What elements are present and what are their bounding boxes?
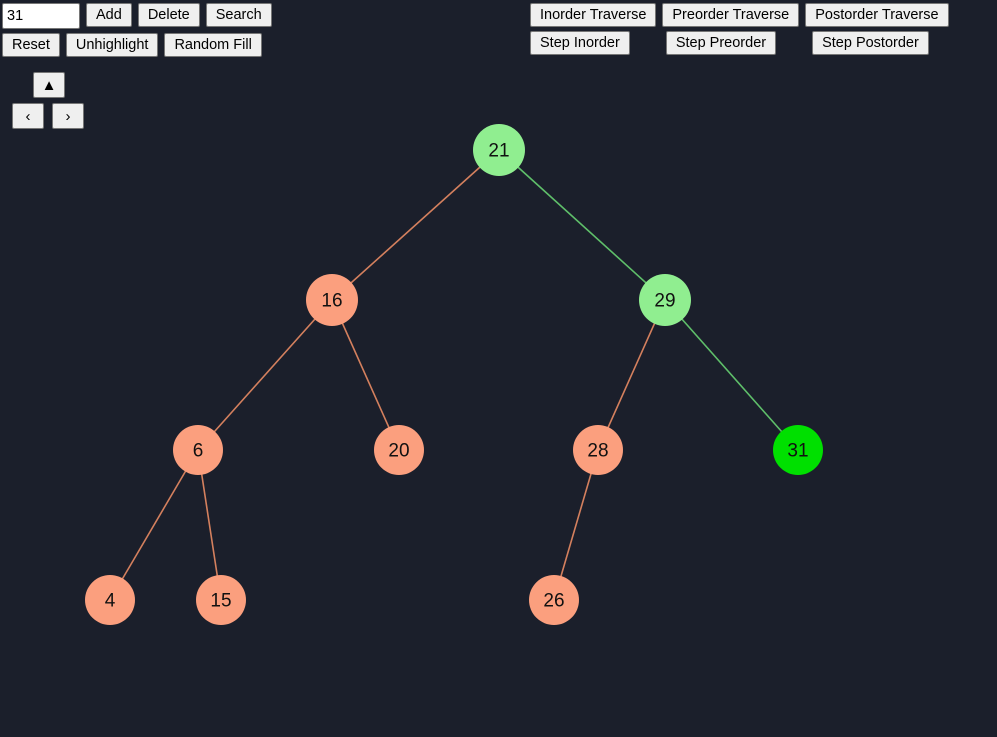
delete-button[interactable]: Delete <box>137 3 200 27</box>
search-button[interactable]: Search <box>205 3 272 27</box>
tree-node[interactable]: 21 <box>473 124 525 176</box>
tree-node[interactable]: 16 <box>306 274 358 326</box>
step-preorder-button[interactable]: Step Preorder <box>665 31 777 55</box>
tree-node-circle[interactable] <box>773 425 823 475</box>
left-toolbar-row-2: Reset Unhighlight Random Fill <box>2 33 272 57</box>
tree-node[interactable]: 29 <box>639 274 691 326</box>
add-button[interactable]: Add <box>86 3 132 27</box>
left-toolbar-row-1: Add Delete Search <box>2 3 272 29</box>
tree-edges <box>109 149 799 601</box>
traversal-row-1: Inorder Traverse Preorder Traverse Posto… <box>530 3 997 27</box>
value-input[interactable] <box>2 3 80 29</box>
tree-node[interactable]: 31 <box>773 425 823 475</box>
tree-nodes: 21 16 29 6 20 28 31 4 15 26 <box>85 124 823 625</box>
tree-edge <box>664 299 799 451</box>
tree-node[interactable]: 4 <box>85 575 135 625</box>
tree-edge <box>197 449 222 601</box>
traversal-toolbar: Inorder Traverse Preorder Traverse Posto… <box>530 3 997 59</box>
tree-edge <box>197 299 333 451</box>
unhighlight-button[interactable]: Unhighlight <box>65 33 159 57</box>
navigation-pad: ▲ ‹ › <box>12 72 112 129</box>
tree-node[interactable]: 26 <box>529 575 579 625</box>
tree-node[interactable]: 15 <box>196 575 246 625</box>
chevron-left-icon[interactable]: ‹ <box>12 103 44 129</box>
inorder-traverse-button[interactable]: Inorder Traverse <box>530 3 657 27</box>
reset-button[interactable]: Reset <box>2 33 60 57</box>
tree-edge <box>498 149 666 301</box>
tree-edge <box>597 299 666 451</box>
tree-node-circle[interactable] <box>306 274 358 326</box>
tree-edge <box>331 149 500 301</box>
tree-edge <box>553 449 599 601</box>
tree-edge <box>109 449 199 601</box>
tree-node-circle[interactable] <box>529 575 579 625</box>
step-inorder-button[interactable]: Step Inorder <box>530 31 630 55</box>
chevron-right-icon[interactable]: › <box>52 103 84 129</box>
tree-node-circle[interactable] <box>573 425 623 475</box>
tree-node-circle[interactable] <box>196 575 246 625</box>
traversal-row-2: Step Inorder Step Preorder Step Postorde… <box>530 31 997 55</box>
tree-node[interactable]: 20 <box>374 425 424 475</box>
step-postorder-button[interactable]: Step Postorder <box>812 31 929 55</box>
navpad-row-sides: ‹ › <box>12 103 112 129</box>
tree-node-circle[interactable] <box>173 425 223 475</box>
left-toolbar: Add Delete Search Reset Unhighlight Rand… <box>2 3 272 61</box>
tree-node-circle[interactable] <box>639 274 691 326</box>
random-fill-button[interactable]: Random Fill <box>164 33 262 57</box>
tree-node-circle[interactable] <box>85 575 135 625</box>
postorder-traverse-button[interactable]: Postorder Traverse <box>805 3 949 27</box>
tree-edge <box>331 299 400 451</box>
tree-node[interactable]: 6 <box>173 425 223 475</box>
tree-node-circle[interactable] <box>473 124 525 176</box>
preorder-traverse-button[interactable]: Preorder Traverse <box>662 3 800 27</box>
tree-node[interactable]: 28 <box>573 425 623 475</box>
triangle-up-icon[interactable]: ▲ <box>33 72 65 98</box>
tree-node-circle[interactable] <box>374 425 424 475</box>
navpad-row-up: ▲ <box>33 72 112 98</box>
